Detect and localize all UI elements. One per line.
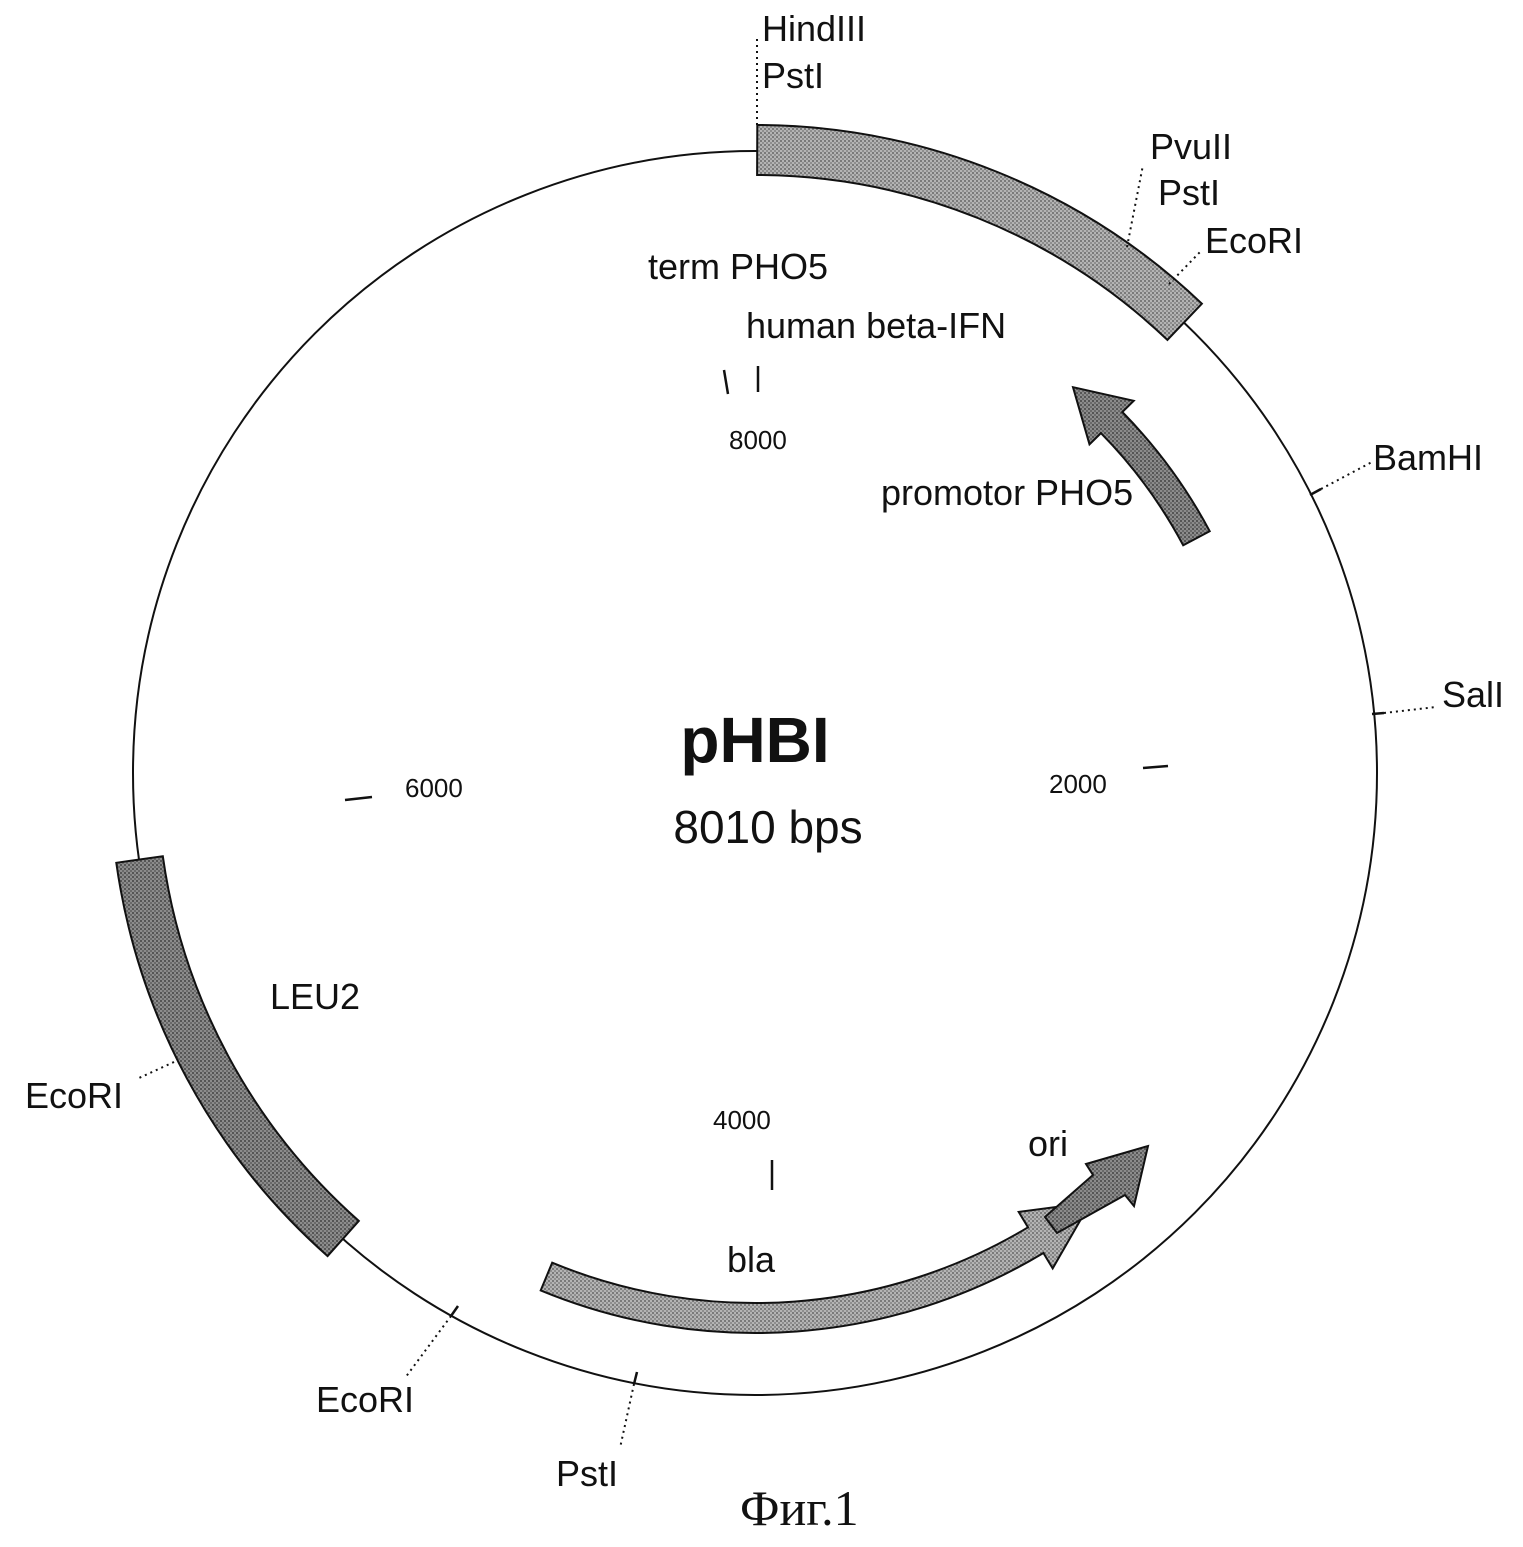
site-hindiii-label: HindIII bbox=[762, 8, 866, 49]
ecori-right-leader bbox=[1169, 252, 1200, 284]
plasmid-name: pHBI bbox=[680, 704, 829, 776]
ecori-bottom-leader bbox=[405, 1316, 451, 1378]
scale-label-8000: 8000 bbox=[729, 425, 787, 455]
ecori-bottom-mark bbox=[451, 1306, 458, 1316]
promotor-arrow bbox=[1073, 387, 1210, 545]
scale-mark-6000 bbox=[345, 797, 372, 800]
sali-leader bbox=[1384, 707, 1436, 713]
scale-mark-8000a bbox=[724, 370, 728, 394]
psti-bottom-leader bbox=[620, 1384, 634, 1448]
feature-bla-label: bla bbox=[727, 1239, 776, 1280]
site-psti-right-label: PstI bbox=[1158, 172, 1220, 213]
feature-leu2-label: LEU2 bbox=[270, 976, 360, 1017]
feature-ori-label: ori bbox=[1028, 1123, 1068, 1164]
psti-bottom-mark bbox=[634, 1372, 637, 1384]
bamhi-mark bbox=[1310, 489, 1321, 495]
site-ecori-bottom-label: EcoRI bbox=[316, 1379, 414, 1420]
scale-label-4000: 4000 bbox=[713, 1105, 771, 1135]
scale-label-6000: 6000 bbox=[405, 773, 463, 803]
scale-mark-2000 bbox=[1143, 766, 1168, 768]
site-sali-label: SalI bbox=[1442, 674, 1504, 715]
bla-arrow bbox=[541, 1203, 1091, 1334]
feature-term-pho5-label: term PHO5 bbox=[648, 246, 828, 287]
figure-caption: Фиг.1 bbox=[740, 1480, 859, 1536]
leu2-block bbox=[116, 856, 358, 1256]
ecori-left-leader bbox=[139, 1062, 174, 1078]
site-ecori-right-label: EcoRI bbox=[1205, 220, 1303, 261]
site-ecori-left-label: EcoRI bbox=[25, 1075, 123, 1116]
feature-human-beta-ifn-label: human beta-IFN bbox=[746, 305, 1006, 346]
site-bamhi-label: BamHI bbox=[1373, 437, 1483, 478]
sali-mark bbox=[1372, 713, 1384, 714]
pvuii-leader bbox=[1127, 165, 1143, 247]
plasmid-size: 8010 bps bbox=[673, 801, 862, 853]
scale-label-2000: 2000 bbox=[1049, 769, 1107, 799]
site-pvuii-label: PvuII bbox=[1150, 126, 1232, 167]
site-psti-bottom-label: PstI bbox=[556, 1453, 618, 1494]
bamhi-leader bbox=[1321, 462, 1372, 489]
site-psti-top-label: PstI bbox=[762, 55, 824, 96]
feature-promotor-pho5-label: promotor PHO5 bbox=[881, 472, 1133, 513]
